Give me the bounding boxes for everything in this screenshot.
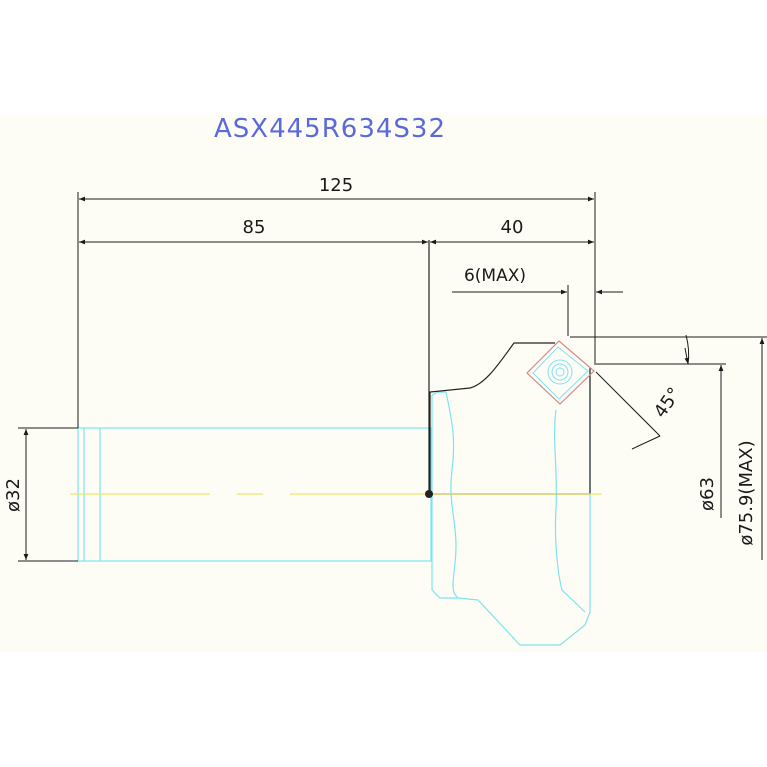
dim-cut-diameter — [596, 363, 726, 518]
dim-shank-diameter — [18, 427, 78, 562]
dim-diameter-32-label: ø32 — [3, 478, 24, 512]
dim-125-label: 125 — [319, 175, 353, 196]
head-outline — [431, 368, 591, 646]
drawing-area — [0, 115, 767, 652]
dim-45-label: 45° — [650, 384, 686, 422]
dim-85-label: 85 — [243, 217, 266, 238]
dim-max-depth — [452, 285, 623, 336]
origin-point — [425, 490, 433, 498]
insert — [526, 340, 595, 405]
dim-diameter-63-label: ø63 — [697, 477, 718, 511]
dim-6max-label: 6(MAX) — [464, 266, 526, 286]
drawing-title: ASX445R634S32 — [214, 114, 446, 144]
dim-overall-length — [77, 192, 596, 428]
dim-diameter-75-label: ø75.9(MAX) — [736, 440, 757, 545]
dim-max-diameter — [570, 336, 767, 560]
dim-40-label: 40 — [501, 217, 524, 238]
